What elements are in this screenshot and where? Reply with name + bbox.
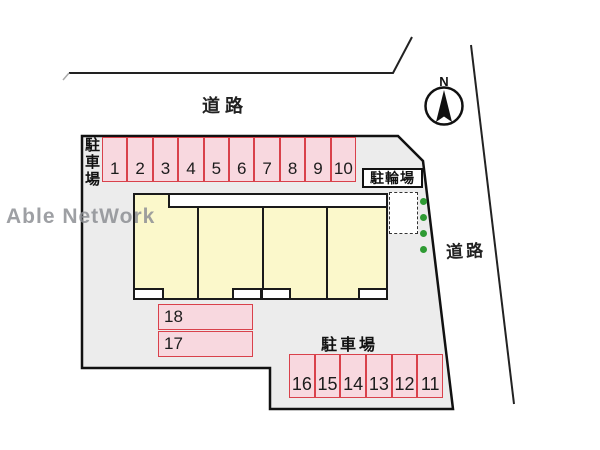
parking-space-13: 13	[366, 354, 392, 398]
road-line-top-tick	[62, 72, 70, 81]
parking-space-12: 12	[391, 354, 418, 398]
parking-space-10: 10	[330, 137, 357, 182]
road-line-right	[470, 44, 515, 405]
tree-dot	[420, 214, 427, 221]
parking-space-9: 9	[305, 137, 331, 182]
parking-area-label-bottom: 駐車場	[321, 337, 379, 354]
parking-space-1: 1	[102, 137, 128, 182]
road-label-top: 道路	[202, 96, 248, 116]
parking-space-2: 2	[127, 137, 153, 182]
parking-space-15: 15	[314, 354, 341, 398]
compass-north-label: N	[439, 74, 449, 89]
entrance-notch	[358, 288, 386, 298]
entrance-notch	[135, 288, 164, 298]
entrance-notch	[232, 288, 262, 298]
unit-divider	[197, 208, 199, 298]
parking-space-11: 11	[417, 354, 444, 398]
bicycle-parking-label: 駐輪場	[362, 168, 423, 188]
parking-space-16: 16	[289, 354, 315, 398]
watermark: Able NetWork	[6, 205, 156, 228]
road-label-right: 道路	[445, 240, 487, 263]
parking-space-14: 14	[340, 354, 367, 398]
tree-dot	[420, 198, 427, 205]
building-corridor	[168, 195, 386, 208]
unit-divider	[326, 208, 328, 298]
parking-space-17: 17	[158, 331, 253, 357]
parking-space-7: 7	[254, 137, 280, 182]
road-line-top	[69, 36, 413, 74]
bicycle-parking-area	[389, 192, 418, 234]
unit-divider	[262, 208, 264, 298]
parking-space-4: 4	[178, 137, 204, 182]
compass-needle-icon	[436, 90, 452, 122]
parking-space-5: 5	[203, 137, 230, 182]
building	[133, 193, 388, 300]
parking-space-3: 3	[152, 137, 179, 182]
entrance-notch	[261, 288, 291, 298]
tree-dot	[420, 246, 427, 253]
parking-space-18: 18	[158, 304, 253, 330]
parking-space-8: 8	[279, 137, 306, 182]
parking-space-6: 6	[229, 137, 255, 182]
parking-area-label-left: 駐車場	[83, 137, 100, 188]
tree-dot	[420, 230, 427, 237]
